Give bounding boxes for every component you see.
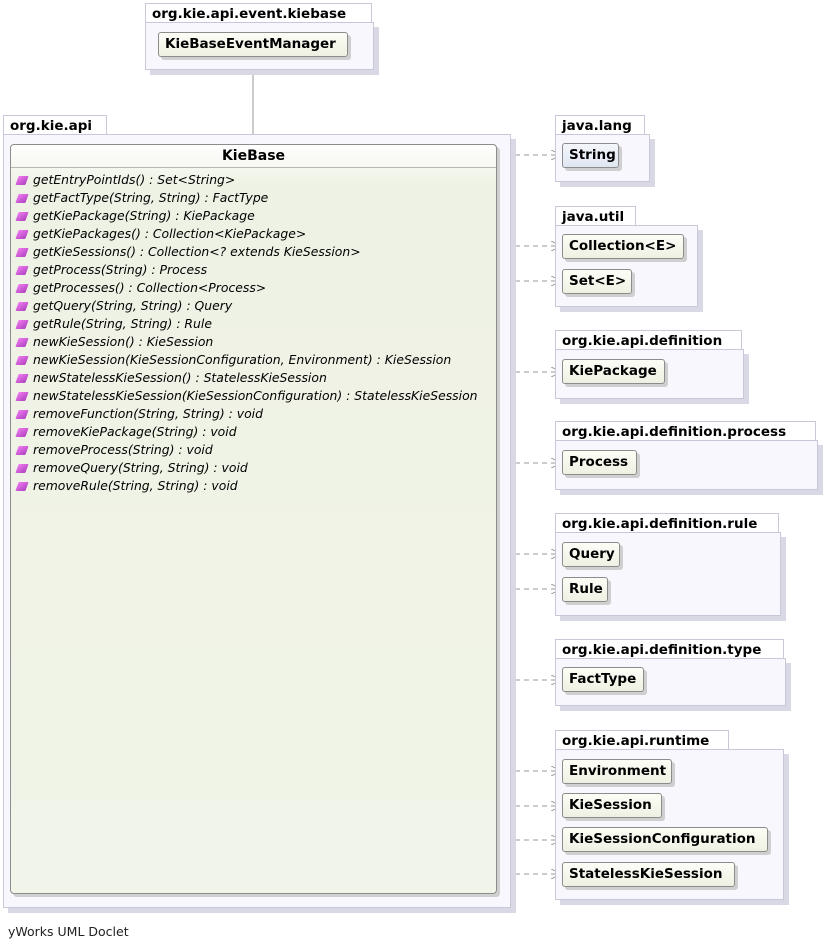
method-signature: newStatelessKieSession(KieSessionConfigu… <box>33 388 478 403</box>
class-query[interactable]: Query <box>562 542 620 567</box>
method-signature: newKieSession(KieSessionConfiguration, E… <box>33 352 452 367</box>
method-signature: getEntryPointIds() : Set<String> <box>33 172 236 187</box>
method-signature: removeProcess(String) : void <box>33 442 213 457</box>
method-item: removeFunction(String, String) : void <box>11 405 496 423</box>
method-icon <box>15 463 29 473</box>
method-signature: getKieSessions() : Collection<? extends … <box>33 244 361 259</box>
method-item: removeQuery(String, String) : void <box>11 459 496 477</box>
method-icon <box>15 481 29 491</box>
method-signature: newKieSession() : KieSession <box>33 334 214 349</box>
class-statelesskiesession[interactable]: StatelessKieSession <box>562 862 735 887</box>
method-signature: removeRule(String, String) : void <box>33 478 238 493</box>
method-item: getProcess(String) : Process <box>11 261 496 279</box>
class-collection[interactable]: Collection<E> <box>562 234 684 259</box>
method-item: getQuery(String, String) : Query <box>11 297 496 315</box>
method-signature: getRule(String, String) : Rule <box>33 316 212 331</box>
method-item: newKieSession(KieSessionConfiguration, E… <box>11 351 496 369</box>
method-icon <box>15 211 29 221</box>
class-kiesessionconfiguration[interactable]: KieSessionConfiguration <box>562 827 768 852</box>
class-string[interactable]: String <box>562 143 619 168</box>
method-item: removeRule(String, String) : void <box>11 477 496 495</box>
class-title: KieBase <box>11 145 496 168</box>
class-facttype[interactable]: FactType <box>562 667 644 692</box>
method-signature: newStatelessKieSession() : StatelessKieS… <box>33 370 327 385</box>
method-item: newStatelessKieSession(KieSessionConfigu… <box>11 387 496 405</box>
class-environment[interactable]: Environment <box>562 759 672 784</box>
method-item: getKiePackages() : Collection<KiePackage… <box>11 225 496 243</box>
package-name: java.util <box>555 206 636 225</box>
method-item: getFactType(String, String) : FactType <box>11 189 496 207</box>
method-icon <box>15 337 29 347</box>
method-item: newStatelessKieSession() : StatelessKieS… <box>11 369 496 387</box>
method-icon <box>15 229 29 239</box>
package-name: org.kie.api.runtime <box>555 730 729 749</box>
class-kiebaseeventmanager[interactable]: KieBaseEventManager <box>158 32 348 57</box>
method-list: getEntryPointIds() : Set<String> getFactT… <box>11 171 496 495</box>
method-item: newKieSession() : KieSession <box>11 333 496 351</box>
method-icon <box>15 409 29 419</box>
method-item: getKieSessions() : Collection<? extends … <box>11 243 496 261</box>
method-item: getRule(String, String) : Rule <box>11 315 496 333</box>
method-signature: getProcess(String) : Process <box>33 262 208 277</box>
method-icon <box>15 319 29 329</box>
package-name: org.kie.api <box>3 115 107 134</box>
package-name: org.kie.api.definition.process <box>555 421 816 440</box>
method-icon <box>15 391 29 401</box>
method-icon <box>15 301 29 311</box>
method-signature: removeQuery(String, String) : void <box>33 460 248 475</box>
method-signature: getProcesses() : Collection<Process> <box>33 280 267 295</box>
class-process[interactable]: Process <box>562 450 637 475</box>
method-icon <box>15 445 29 455</box>
package-name: org.kie.api.definition <box>555 330 742 349</box>
method-icon <box>15 265 29 275</box>
method-icon <box>15 373 29 383</box>
method-icon <box>15 427 29 437</box>
package-name: org.kie.api.event.kiebase <box>145 3 372 22</box>
method-item: removeProcess(String) : void <box>11 441 496 459</box>
method-signature: getKiePackage(String) : KiePackage <box>33 208 255 223</box>
class-set[interactable]: Set<E> <box>562 269 632 294</box>
method-item: getProcesses() : Collection<Process> <box>11 279 496 297</box>
method-item: removeKiePackage(String) : void <box>11 423 496 441</box>
method-icon <box>15 175 29 185</box>
class-rule[interactable]: Rule <box>562 577 608 602</box>
method-icon <box>15 247 29 257</box>
method-signature: getKiePackages() : Collection<KiePackage… <box>33 226 307 241</box>
method-icon <box>15 283 29 293</box>
method-item: getEntryPointIds() : Set<String> <box>11 171 496 189</box>
package-name: org.kie.api.definition.rule <box>555 513 779 532</box>
method-item: getKiePackage(String) : KiePackage <box>11 207 496 225</box>
package-name: org.kie.api.definition.type <box>555 639 784 658</box>
class-kiepackage[interactable]: KiePackage <box>562 359 665 384</box>
method-signature: removeKiePackage(String) : void <box>33 424 237 439</box>
method-signature: removeFunction(String, String) : void <box>33 406 263 421</box>
class-kiebase[interactable]: KieBase getEntryPointIds() : Set<String>… <box>10 144 497 894</box>
package-name: java.lang <box>555 115 645 134</box>
method-icon <box>15 355 29 365</box>
footer-credit: yWorks UML Doclet <box>8 924 129 939</box>
method-signature: getFactType(String, String) : FactType <box>33 190 269 205</box>
method-icon <box>15 193 29 203</box>
class-kiesession[interactable]: KieSession <box>562 793 662 818</box>
method-signature: getQuery(String, String) : Query <box>33 298 233 313</box>
